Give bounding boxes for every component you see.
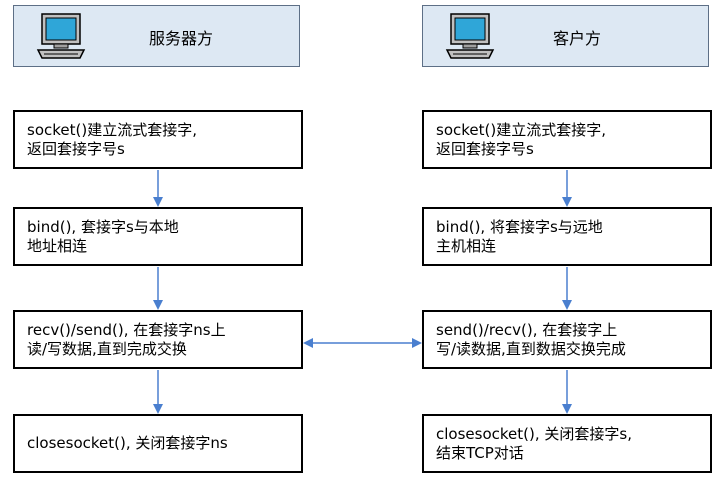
client-step-bind: bind(), 将套接字s与远地 主机相连 (422, 207, 712, 266)
server-header: 服务器方 (13, 5, 300, 67)
step-line: 结束TCP对话 (436, 443, 524, 462)
step-line: socket()建立流式套接字, (436, 120, 606, 139)
server-step-closesocket: closesocket(), 关闭套接字ns (13, 414, 303, 473)
step-line: bind(), 将套接字s与远地 (436, 217, 603, 236)
step-line: bind(), 套接字s与本地 (27, 217, 179, 236)
server-step-socket: socket()建立流式套接字, 返回套接字号s (13, 110, 303, 169)
client-title: 客户方 (553, 29, 602, 48)
step-line: closesocket(), 关闭套接字ns (27, 434, 228, 452)
client-step-closesocket: closesocket(), 关闭套接字s, 结束TCP对话 (422, 414, 712, 473)
client-header: 客户方 (422, 5, 709, 67)
client-step-send-recv: send()/recv(), 在套接字上 写/读数据,直到数据交换完成 (422, 310, 712, 369)
step-line: closesocket(), 关闭套接字s, (436, 424, 632, 443)
server-title: 服务器方 (149, 29, 214, 48)
step-line: send()/recv(), 在套接字上 (436, 320, 618, 339)
computer-icon (36, 12, 88, 66)
server-step-recv-send: recv()/send(), 在套接字ns上 读/写数据,直到完成交换 (13, 310, 303, 369)
step-line: 返回套接字号s (436, 139, 534, 158)
step-line: 写/读数据,直到数据交换完成 (436, 339, 626, 358)
server-step-bind: bind(), 套接字s与本地 地址相连 (13, 207, 303, 266)
step-line: 读/写数据,直到完成交换 (27, 339, 187, 358)
step-line: socket()建立流式套接字, (27, 120, 197, 139)
step-line: recv()/send(), 在套接字ns上 (27, 320, 226, 339)
step-line: 地址相连 (27, 236, 88, 255)
computer-icon (445, 12, 497, 66)
step-line: 主机相连 (436, 236, 497, 255)
step-line: 返回套接字号s (27, 139, 125, 158)
client-step-socket: socket()建立流式套接字, 返回套接字号s (422, 110, 712, 169)
